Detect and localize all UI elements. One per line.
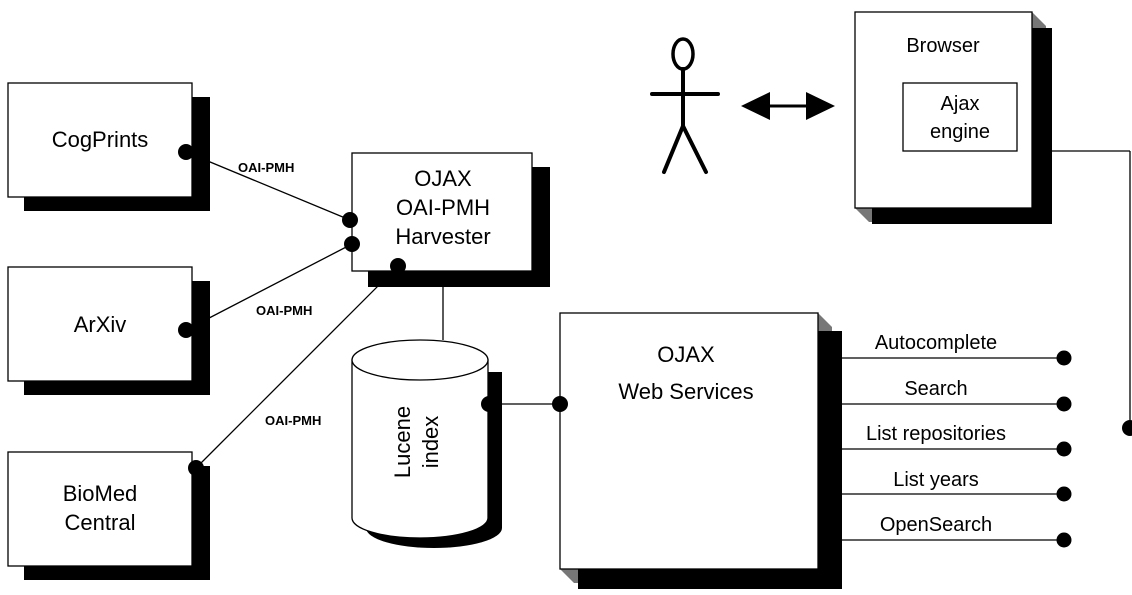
port-dot bbox=[344, 236, 360, 252]
source-label: BioMed bbox=[63, 481, 138, 506]
web-services-box: OJAX Web Services bbox=[559, 312, 842, 589]
service-list-years: List years bbox=[840, 469, 1072, 502]
harvester-box: OJAX OAI-PMH Harvester bbox=[351, 152, 550, 287]
service-label: OpenSearch bbox=[880, 514, 992, 536]
harvester-label: Harvester bbox=[395, 224, 490, 249]
service-list-repositories: List repositories bbox=[840, 423, 1072, 457]
protocol-label: OAI-PMH bbox=[265, 413, 321, 428]
source-biomed-central: BioMed Central bbox=[7, 451, 210, 580]
browser-box: Browser Ajax engine bbox=[854, 11, 1052, 224]
service-autocomplete: Autocomplete bbox=[840, 332, 1072, 366]
user-head bbox=[671, 37, 695, 71]
port-dot bbox=[188, 460, 204, 476]
harvester-label: OAI-PMH bbox=[396, 195, 490, 220]
port-dot bbox=[390, 258, 406, 274]
ajax-engine-label: engine bbox=[930, 121, 990, 143]
box-frame bbox=[7, 82, 193, 198]
service-label: List years bbox=[893, 469, 979, 491]
box-frame bbox=[7, 451, 193, 567]
port-dot bbox=[342, 212, 358, 228]
cylinder-body bbox=[351, 359, 489, 539]
index-label: Lucene bbox=[390, 406, 415, 478]
connector-lines bbox=[185, 150, 1131, 469]
service-opensearch: OpenSearch bbox=[840, 514, 1072, 548]
index-label: index bbox=[418, 416, 443, 469]
port-dot bbox=[1033, 143, 1049, 159]
service-label: Autocomplete bbox=[875, 332, 997, 354]
web-services-label: Web Services bbox=[618, 379, 753, 404]
protocol-labels: OAI-PMH OAI-PMH OAI-PMH bbox=[238, 160, 321, 428]
port-dot bbox=[1122, 420, 1132, 436]
ajax-engine-label: Ajax bbox=[941, 93, 980, 115]
service-port bbox=[1056, 441, 1072, 457]
service-port bbox=[1056, 486, 1072, 502]
source-cogprints: CogPrints bbox=[7, 82, 210, 211]
service-port bbox=[1056, 350, 1072, 366]
service-port bbox=[1056, 532, 1072, 548]
protocol-label: OAI-PMH bbox=[256, 303, 312, 318]
service-search: Search bbox=[840, 378, 1072, 412]
source-arxiv: ArXiv bbox=[7, 266, 210, 395]
port-dot bbox=[178, 322, 194, 338]
source-label: ArXiv bbox=[74, 312, 127, 337]
ajax-engine-box bbox=[902, 82, 1018, 152]
biomed-harvester-line bbox=[195, 265, 399, 469]
box-frame bbox=[7, 266, 193, 382]
connection-ports bbox=[178, 143, 1132, 476]
user-leg-right bbox=[681, 124, 708, 174]
port-dot bbox=[481, 396, 497, 412]
port-dot bbox=[552, 396, 568, 412]
protocol-label: OAI-PMH bbox=[238, 160, 294, 175]
box-frame bbox=[559, 312, 819, 570]
web-services-label: OJAX bbox=[657, 342, 715, 367]
service-port bbox=[1056, 396, 1072, 412]
cylinder-top bbox=[351, 339, 489, 381]
source-label: CogPrints bbox=[52, 127, 149, 152]
port-dot bbox=[178, 144, 194, 160]
harvester-label: OJAX bbox=[414, 166, 472, 191]
service-label: Search bbox=[904, 378, 967, 400]
lucene-index-cylinder: Lucene index bbox=[351, 339, 502, 548]
box-frame bbox=[351, 152, 533, 272]
arxiv-harvester-line bbox=[185, 243, 353, 331]
service-label: List repositories bbox=[866, 423, 1006, 445]
cogprints-harvester-line bbox=[185, 151, 351, 221]
user-leg-left bbox=[662, 124, 685, 174]
service-endpoints: Autocomplete Search List repositories Li… bbox=[840, 332, 1072, 548]
source-label: Central bbox=[65, 510, 136, 535]
browser-title: Browser bbox=[906, 35, 980, 57]
user-figure bbox=[650, 37, 720, 174]
double-arrow-icon bbox=[741, 92, 835, 120]
